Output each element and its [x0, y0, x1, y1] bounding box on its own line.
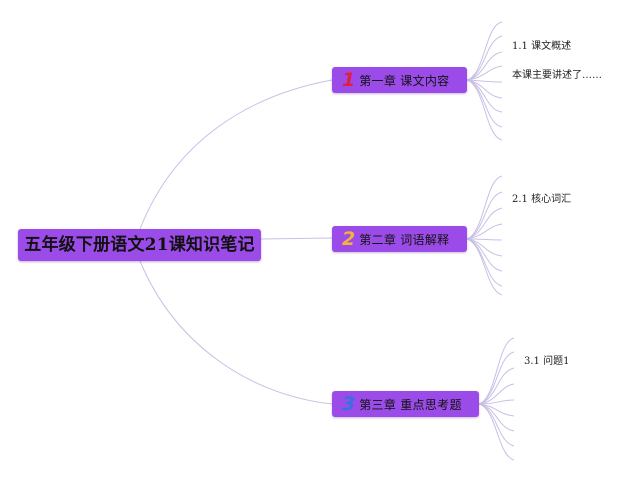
chapter-label-3: 第三章 重点思考题 — [359, 397, 462, 412]
leaf-node-2-1[interactable]: 2.1 核心词汇 — [512, 194, 572, 205]
root-node[interactable]: 五年级下册语文21课知识笔记 — [18, 229, 261, 261]
leaf-node-1-2[interactable]: 本课主要讲述了…… — [512, 70, 602, 81]
connector-root-ch3 — [139, 260, 333, 405]
chapter-node-2[interactable]: 2 第二章 词语解释 — [332, 226, 467, 252]
chapter-number-2: 2 — [342, 228, 356, 250]
chapter-label-2: 第二章 词语解释 — [359, 232, 450, 247]
fan-ch2 — [466, 175, 503, 296]
connector-root-ch2 — [260, 237, 333, 240]
leaf-node-1-1[interactable]: 1.1 课文概述 — [512, 41, 572, 52]
chapter-label-1: 第一章 课文内容 — [359, 73, 450, 88]
fan-ch3 — [478, 337, 515, 461]
chapter-number-1: 1 — [342, 69, 356, 91]
chapter-node-3[interactable]: 3 第三章 重点思考题 — [332, 391, 479, 417]
chapter-node-1[interactable]: 1 第一章 课文内容 — [332, 67, 467, 93]
connector-root-ch1 — [139, 79, 333, 230]
chapter-number-3: 3 — [342, 393, 356, 415]
fan-ch1 — [466, 21, 503, 141]
leaf-node-3-1[interactable]: 3.1 问题1 — [524, 356, 570, 367]
